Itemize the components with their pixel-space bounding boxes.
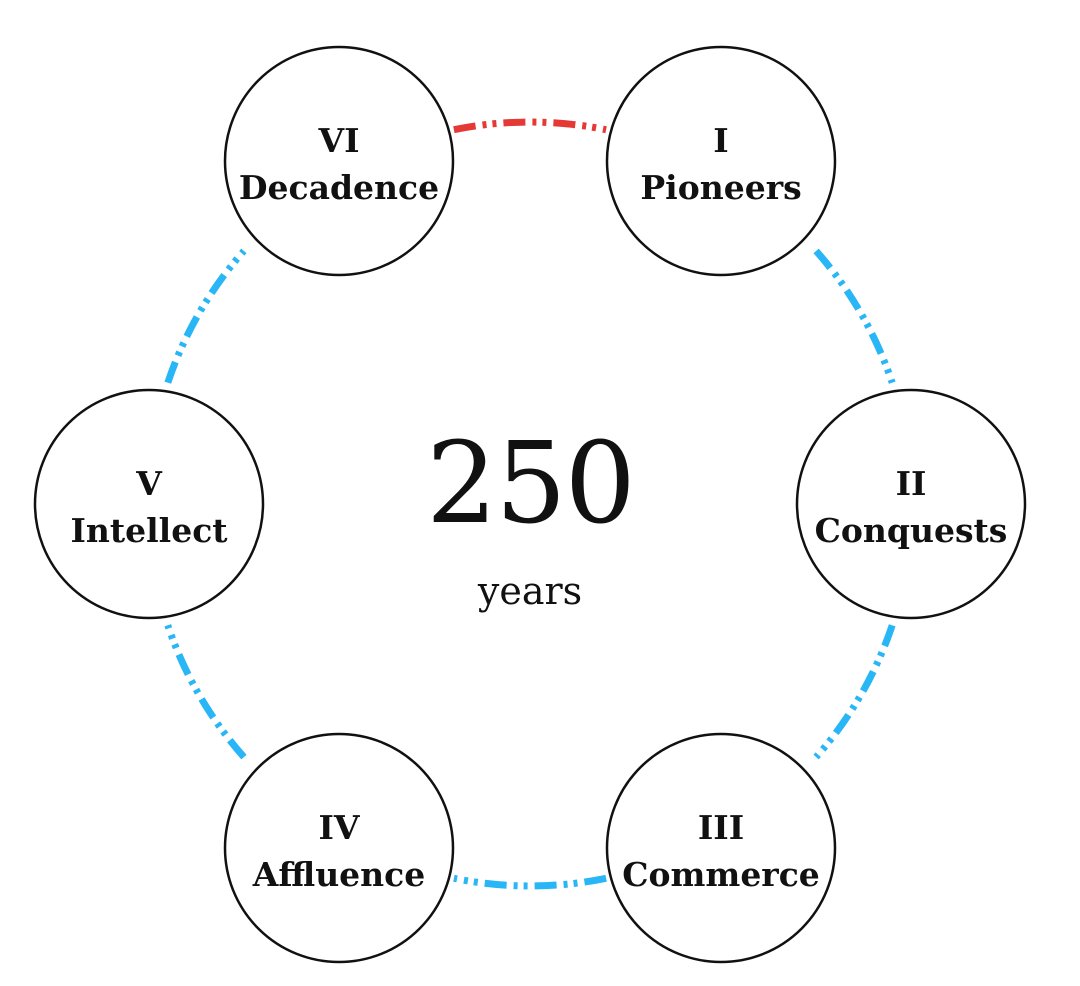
stage-numeral: III bbox=[698, 808, 744, 847]
stage-numeral: VI bbox=[317, 121, 359, 160]
stage-name: Affluence bbox=[252, 855, 426, 894]
stage-node-1: I Pioneers bbox=[605, 45, 837, 277]
stage-circle bbox=[605, 45, 837, 277]
connector-arc-1 bbox=[813, 248, 896, 384]
stage-node-3: III Commerce bbox=[605, 732, 837, 964]
connector-arc-3 bbox=[453, 874, 607, 890]
stage-name: Decadence bbox=[239, 168, 439, 207]
stage-name: Pioneers bbox=[640, 168, 801, 207]
stage-node-4: IV Affluence bbox=[223, 732, 455, 964]
stage-numeral: II bbox=[896, 464, 927, 503]
connector-arc-5 bbox=[164, 248, 247, 384]
stage-circle bbox=[795, 388, 1027, 620]
stage-name: Commerce bbox=[622, 855, 820, 894]
stage-node-6: VI Decadence bbox=[223, 45, 455, 277]
center-unit: years bbox=[477, 569, 582, 613]
center-label: 250 years bbox=[426, 419, 636, 613]
stage-node-2: II Conquests bbox=[795, 388, 1027, 620]
stage-numeral: IV bbox=[318, 808, 360, 847]
stage-circle bbox=[223, 45, 455, 277]
stage-circle bbox=[223, 732, 455, 964]
stage-circle bbox=[605, 732, 837, 964]
connector-arc-6 bbox=[453, 118, 607, 134]
stage-name: Conquests bbox=[815, 511, 1008, 550]
connector-arc-2 bbox=[813, 624, 896, 760]
connector-layer bbox=[164, 118, 896, 890]
stage-numeral: V bbox=[135, 464, 163, 503]
stage-node-5: V Intellect bbox=[33, 388, 265, 620]
stage-name: Intellect bbox=[70, 511, 228, 550]
stage-circle bbox=[33, 388, 265, 620]
center-number: 250 bbox=[426, 419, 634, 549]
stage-numeral: I bbox=[713, 121, 728, 160]
connector-arc-4 bbox=[164, 624, 247, 760]
